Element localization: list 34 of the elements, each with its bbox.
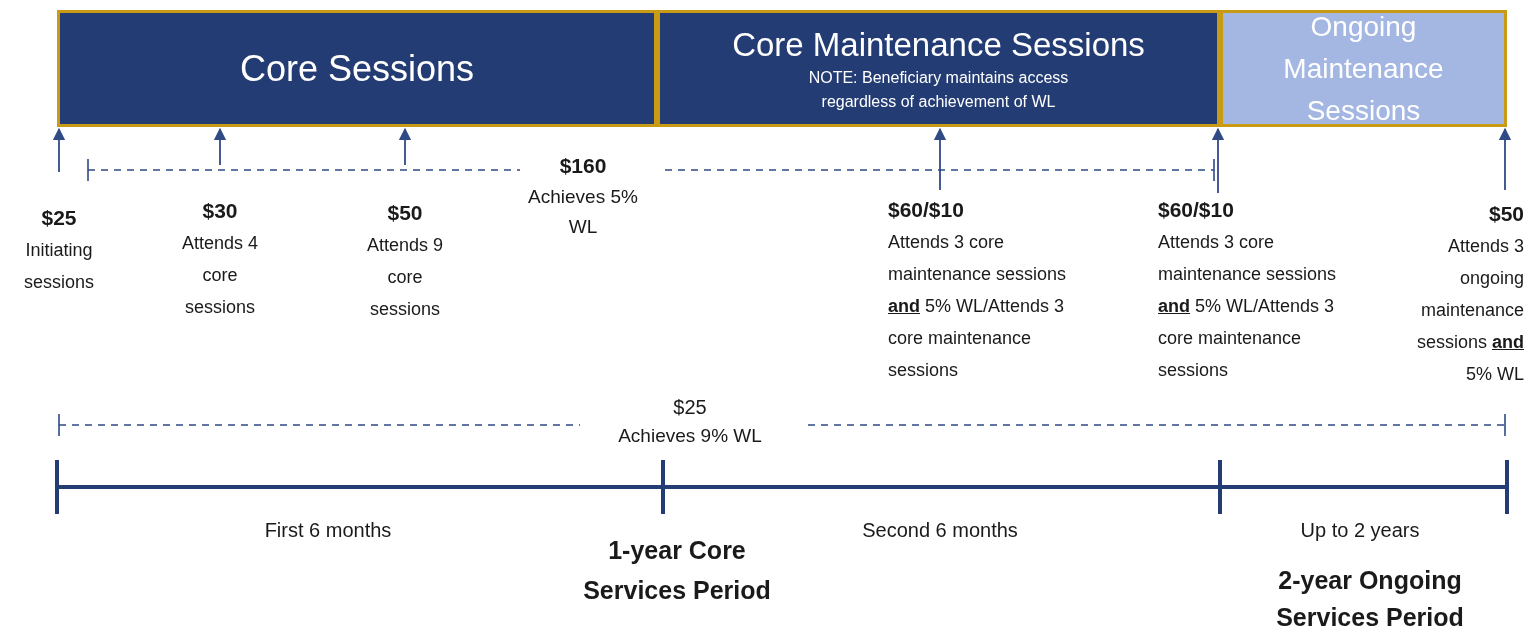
payment-amount: $30 [201,198,239,224]
timeline-label: $160 [558,153,608,179]
payment-condition: Attends 3 ongoing maintenance sessions and 5% WL [1415,235,1524,386]
timeline-label: $25 [672,395,708,420]
phase-box [1220,10,1507,127]
payment-amount: $25 [40,205,78,231]
payment-condition: Initiating sessions [23,239,95,294]
arrow [1498,127,1512,191]
payment-condition: Attends 3 core maintenance sessions and 5% WL/Attends 3 core maintenance sessions [888,231,1068,382]
payment-condition: Attends 4 core sessions [180,232,260,319]
timeline-label: 2-year Ongoing Services Period [1275,565,1465,633]
phase-box [57,10,657,127]
timeline-label: First 6 months [263,518,393,543]
arrow [398,127,412,166]
phase-title: Core Sessions [239,46,475,91]
timeline-label: Second 6 months [861,518,1019,543]
timeline-label: 1-year Core Services Period [582,535,772,606]
timeline-label: Achieves 9% WL [617,424,763,448]
arrow [1211,127,1225,194]
payment-amount: $50 [386,200,424,226]
payment-condition: Attends 3 core maintenance sessions and 5% WL/Attends 3 core maintenance sessions [1158,231,1338,382]
phase-title: Core Maintenance Sessions [732,24,1145,65]
phase-box [657,10,1220,127]
timeline-label: Achieves 5% WL [528,185,638,239]
arrow [933,127,947,191]
arrow [52,127,66,173]
payment-amount: $60/$10 [1158,197,1235,223]
arrow [213,127,227,166]
payment-amount: $50 [1487,201,1524,227]
payment-amount: $60/$10 [888,197,965,223]
phase-note: NOTE: Beneficiary maintains access regardless of achievement of WL [807,67,1070,112]
phase-title: Ongoing Maintenance Sessions [1282,9,1445,128]
timeline-label: Up to 2 years [1299,518,1421,543]
payment-condition: Attends 9 core sessions [365,234,445,321]
